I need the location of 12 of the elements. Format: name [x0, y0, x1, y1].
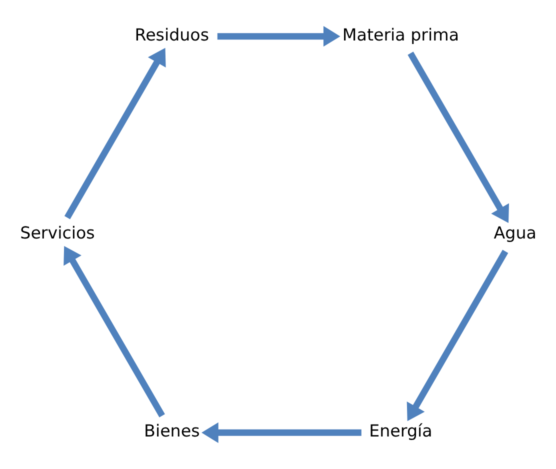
- node-text: Energía: [369, 422, 432, 441]
- arrow: [64, 48, 166, 220]
- arrow: [408, 52, 510, 223]
- arrow: [217, 26, 340, 47]
- node-text: Bienes: [144, 422, 200, 441]
- node-text: Residuos: [134, 25, 210, 44]
- arrow: [64, 246, 165, 418]
- node-text: Materia prima: [342, 25, 460, 44]
- arrow: [406, 250, 508, 422]
- node-text: Agua: [494, 224, 536, 243]
- arrow: [202, 422, 362, 443]
- node-text: Servicios: [20, 224, 95, 243]
